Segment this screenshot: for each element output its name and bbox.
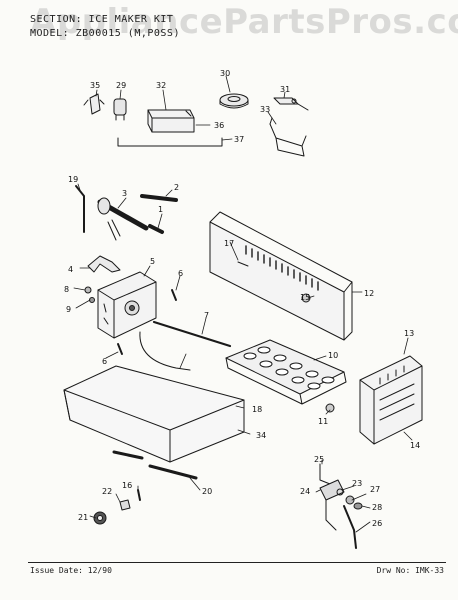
callout-25: 25 <box>314 455 324 464</box>
callout-2: 2 <box>174 183 179 192</box>
callout-17: 17 <box>224 239 234 248</box>
part-36-clip <box>83 93 105 115</box>
part-31-motor-gear <box>219 93 249 109</box>
callout-36: 36 <box>214 121 224 130</box>
part-21-tube <box>112 450 198 480</box>
callout-30: 30 <box>220 69 230 78</box>
callout-13: 13 <box>404 329 414 338</box>
callout-20: 20 <box>202 487 212 496</box>
callout-27: 27 <box>370 485 380 494</box>
callout-6: 6 <box>178 269 183 278</box>
callout-7: 7 <box>204 311 209 320</box>
part-5-control-box <box>97 271 157 339</box>
callout-16: 16 <box>122 481 132 490</box>
callout-23: 23 <box>352 479 362 488</box>
part-12-fitting <box>325 403 335 413</box>
part-33-module-cover <box>147 109 195 133</box>
part-22-grommet <box>93 511 107 525</box>
issue-date: Issue Date: 12/90 <box>30 566 112 575</box>
callout-1: 1 <box>158 205 163 214</box>
footer-rule <box>28 562 446 563</box>
callout-32: 32 <box>156 81 166 90</box>
part-3-shaft <box>97 197 149 241</box>
callout-24: 24 <box>300 487 310 496</box>
part-9-screw <box>84 286 92 294</box>
callout-31: 31 <box>280 85 290 94</box>
part-29-sleeve <box>353 502 363 510</box>
callout-9: 9 <box>66 305 71 314</box>
callout-34: 34 <box>256 431 266 440</box>
callout-33: 33 <box>260 105 270 114</box>
part-8-heater-rod <box>152 320 232 348</box>
callout-26: 26 <box>372 519 382 528</box>
part-34-support <box>269 117 307 157</box>
watermark: AppliancePartsPros.com <box>30 2 458 42</box>
part-11-ice-mold <box>225 339 347 405</box>
part-13-cover-plate <box>209 211 353 341</box>
callout-37: 37 <box>234 135 244 144</box>
callout-29: 29 <box>116 81 126 90</box>
part-30-thermostat <box>113 98 127 121</box>
part-28-nut <box>345 495 355 505</box>
callout-21: 21 <box>78 513 88 522</box>
callout-14: 14 <box>410 441 420 450</box>
part-25-valve-body <box>319 479 345 531</box>
section-title: SECTION: ICE MAKER KIT <box>30 14 174 25</box>
part-20-hex-wrench <box>75 185 85 233</box>
callout-10: 10 <box>328 351 338 360</box>
callout-19: 19 <box>68 175 78 184</box>
part-23-clip <box>119 499 131 511</box>
part-27-water-tube <box>343 505 357 549</box>
drawing-number: Drw No: IMK-33 <box>376 566 444 575</box>
callout-22: 22 <box>102 487 112 496</box>
part-14-shield <box>359 355 423 445</box>
part-4-lever <box>87 255 121 273</box>
part-24-fitting <box>336 488 344 496</box>
part-2-pin <box>140 194 178 202</box>
callout-6: 6 <box>102 357 107 366</box>
callout-11: 11 <box>318 417 328 426</box>
callout-5: 5 <box>150 257 155 266</box>
part-17-screw <box>137 489 141 501</box>
part-32-bracket <box>273 97 309 111</box>
callout-18: 18 <box>252 405 262 414</box>
part-38-wire-rod <box>117 137 223 147</box>
callout-15: 15 <box>300 293 310 302</box>
part-19-ice-bucket <box>63 365 245 463</box>
part-6-screw <box>117 289 177 355</box>
callout-12: 12 <box>364 289 374 298</box>
callout-8: 8 <box>64 285 69 294</box>
part-7-wire-arm <box>139 331 191 371</box>
callout-28: 28 <box>372 503 382 512</box>
callout-3: 3 <box>122 189 127 198</box>
model-title: MODEL: ZB00015 (M,P0SS) <box>30 28 180 39</box>
part-1-bearing <box>148 224 164 234</box>
callout-4: 4 <box>68 265 73 274</box>
part-26-bracket <box>319 463 331 485</box>
callout-35: 35 <box>90 81 100 90</box>
